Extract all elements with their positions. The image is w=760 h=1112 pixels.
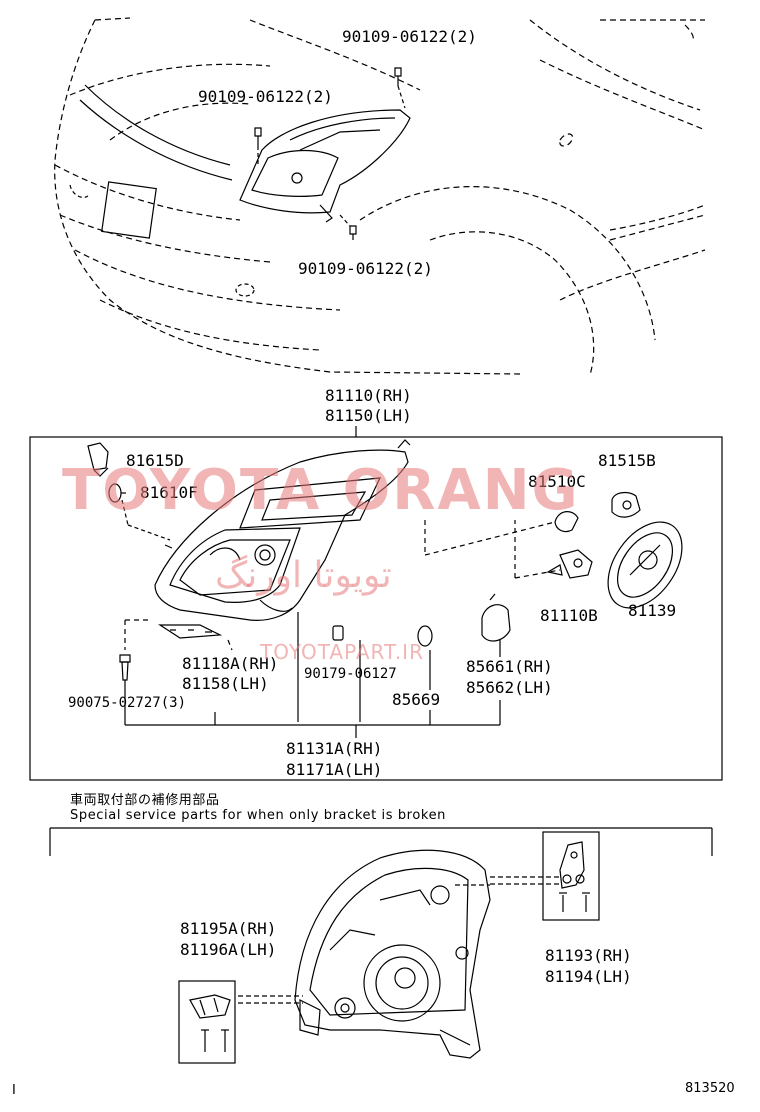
part-label-85661-rh: 85661(RH) — [466, 657, 553, 676]
part-label-81515b: 81515B — [598, 451, 656, 470]
assembly-frame — [29, 436, 723, 781]
car-front-illustration — [54, 17, 706, 376]
service-note-japanese: 車両取付部の補修用部品 — [70, 793, 220, 808]
screw-icon — [254, 127, 262, 165]
headlamp-assembly — [154, 439, 411, 621]
clip-90179-icon — [332, 625, 344, 641]
socket-85661-icon — [481, 593, 511, 642]
part-label-81171a-lh: 81171A(LH) — [286, 760, 383, 779]
part-label-screw-left: 90109-06122(2) — [198, 87, 333, 106]
part-label-81131a-rh: 81131A(RH) — [286, 739, 383, 758]
leader-lines — [124, 520, 561, 651]
screw-icon — [394, 67, 406, 109]
part-label-85662-lh: 85662(LH) — [466, 678, 553, 697]
headlamp-top-view — [239, 109, 411, 223]
bracket-81195a-box — [178, 980, 236, 1064]
part-label-81195a-rh: 81195A(RH) — [180, 919, 277, 938]
figure-number: 813520 — [685, 1081, 735, 1096]
watermark-persian: تویوتا اورنگ — [215, 555, 392, 596]
bracket-connectors — [238, 876, 560, 1004]
gasket-85669-icon — [417, 625, 433, 647]
watermark-url: TOYOTAPART.IR — [260, 640, 424, 664]
part-label-81110b: 81110B — [540, 606, 598, 625]
part-label-85669: 85669 — [392, 690, 441, 709]
headlamp-rear-view — [294, 849, 491, 1059]
bulb-81510c-icon — [554, 511, 579, 533]
footer-left-mark: I — [12, 1083, 16, 1098]
bulb-81110b-icon — [546, 549, 593, 579]
part-label-screw-bottom: 90109-06122(2) — [298, 259, 433, 278]
watermark-title: TOYOTA ORANG — [62, 458, 580, 523]
part-label-screw-top: 90109-06122(2) — [342, 27, 477, 46]
bulb-81615d-icon — [87, 442, 109, 477]
cover-81139-icon — [607, 521, 683, 609]
service-note-english: Special service parts for when only brac… — [70, 808, 447, 823]
assembly-part-lh: 81150(LH) — [325, 406, 412, 425]
car-grille-and-plate — [69, 84, 255, 297]
screw-icon — [339, 214, 357, 240]
assembly-part-rh: 81110(RH) — [325, 386, 412, 405]
bulb-81610f-icon — [108, 483, 126, 503]
part-label-81615d: 81615D — [126, 451, 184, 470]
bracket-81193-box — [542, 831, 600, 921]
bottom-bracket-frame — [49, 827, 713, 856]
part-label-90179: 90179-06127 — [304, 666, 397, 682]
bracket-81118a-icon — [157, 624, 223, 639]
part-label-81193-rh: 81193(RH) — [545, 946, 632, 965]
socket-81515b-icon — [611, 491, 641, 518]
part-label-81610f: 81610F — [140, 483, 198, 502]
part-label-81118a-rh: 81118A(RH) — [182, 654, 279, 673]
part-label-81158-lh: 81158(LH) — [182, 674, 269, 693]
part-grouping-lines — [124, 612, 501, 738]
part-label-90075: 90075-02727(3) — [68, 695, 187, 711]
part-label-81194-lh: 81194(LH) — [545, 967, 632, 986]
part-label-81139: 81139 — [628, 601, 677, 620]
screw-90075-icon — [119, 654, 131, 690]
part-label-81510c: 81510C — [528, 472, 586, 491]
part-label-81196a-lh: 81196A(LH) — [180, 940, 277, 959]
